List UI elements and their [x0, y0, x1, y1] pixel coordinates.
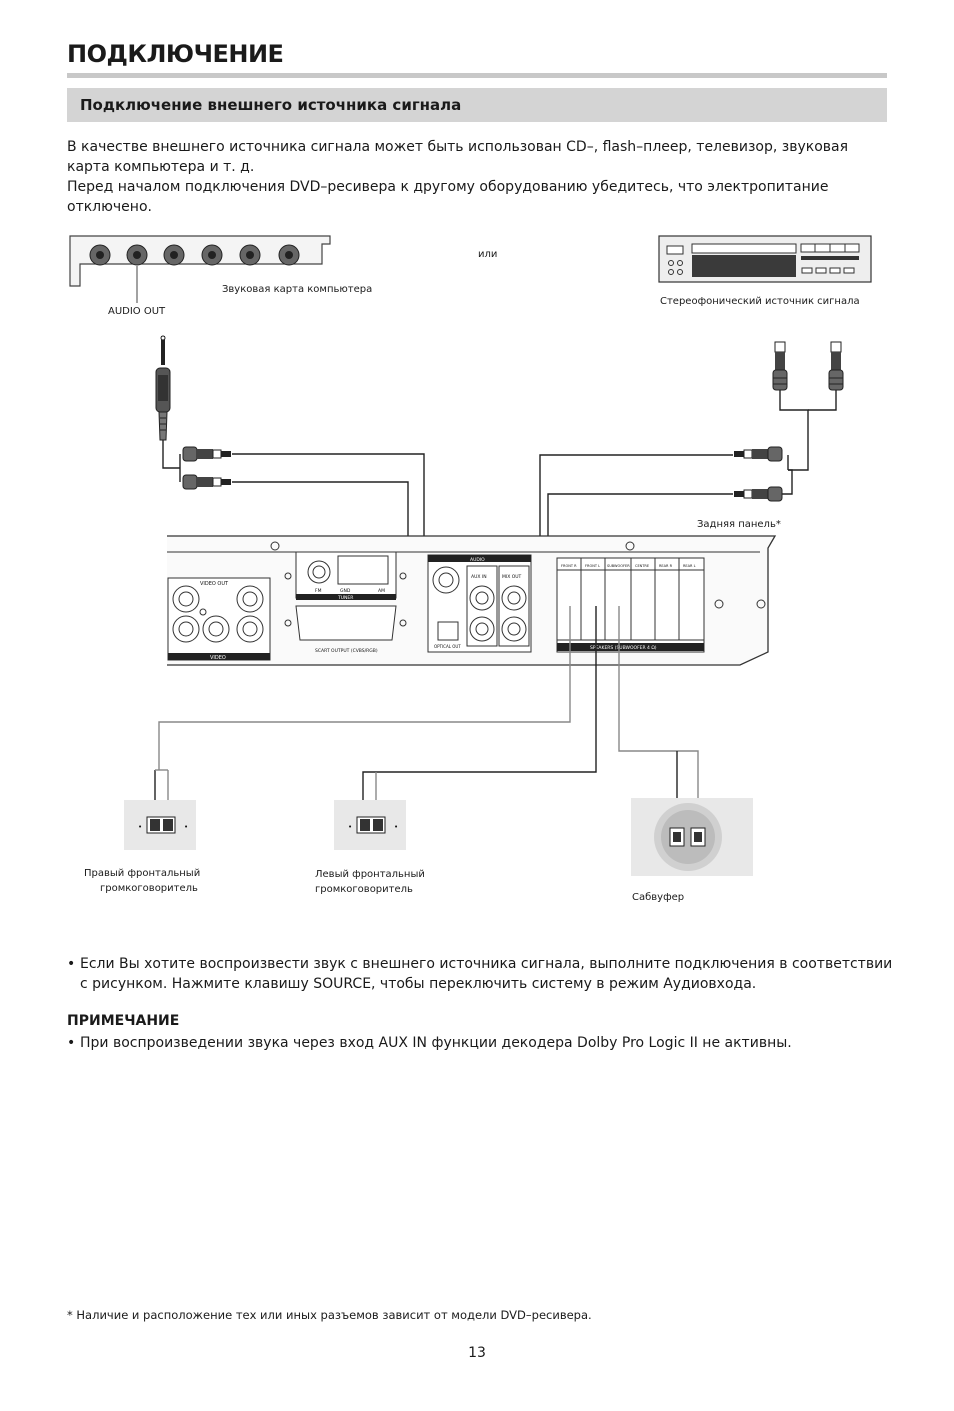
video-text: VIDEO	[210, 655, 226, 661]
rca-plug-pair-top	[772, 341, 844, 391]
right-front-speaker-terminal: • •	[124, 800, 196, 850]
sound-card-label: Звуковая карта компьютера	[222, 284, 372, 295]
scart-text: SCART OUTPUT (CVBS/RGB)	[315, 648, 378, 654]
gnd-text: GND	[340, 588, 351, 594]
right-front-label-1: Правый фронтальный	[84, 868, 200, 879]
footnote: * Наличие и расположение тех или иных ра…	[67, 1308, 592, 1322]
stereo-source-label: Стереофонический источник сигнала	[660, 296, 860, 307]
sound-card-illustration	[69, 235, 331, 303]
sp-rear-l-text: REAR L	[683, 564, 696, 568]
video-out-text: VIDEO OUT	[200, 581, 229, 587]
optical-text: OPTICAL OUT	[434, 644, 461, 649]
audio-text: AUDIO	[470, 557, 485, 563]
svg-text:•: •	[394, 823, 398, 831]
note-text: При воспроизведении звука через вход AUX…	[80, 1035, 792, 1051]
sp-rear-r-text: REAR R	[659, 564, 673, 568]
left-front-speaker-terminal: • •	[334, 800, 406, 850]
note-heading: ПРИМЕЧАНИЕ	[67, 1013, 180, 1029]
rear-panel-label: Задняя панель*	[697, 519, 781, 530]
note-bullet: • При воспроизведении звука через вход A…	[67, 1033, 900, 1053]
right-front-label-2: громкоговоритель	[100, 883, 198, 894]
stereo-source-illustration	[658, 235, 872, 283]
am-text: AM	[378, 588, 385, 594]
audio-out-label: AUDIO OUT	[108, 306, 166, 317]
svg-text:•: •	[184, 823, 188, 831]
page-title: ПОДКЛЮЧЕНИЕ	[67, 40, 284, 68]
minijack-plug	[155, 335, 171, 441]
svg-text:•: •	[348, 823, 352, 831]
section-title: Подключение внешнего источника сигнала	[80, 96, 462, 114]
fm-text: FM	[315, 588, 322, 594]
sp-subwoofer-text: SUBWOOFER	[607, 564, 630, 568]
rca-plugs-right	[734, 446, 783, 502]
connection-diagram: Звуковая карта компьютера AUDIO OUT или …	[69, 235, 872, 903]
svg-text:•: •	[138, 823, 142, 831]
left-front-label-2: громкоговоритель	[315, 884, 413, 895]
page-number: 13	[468, 1345, 486, 1361]
dvd-rear-panel: VIDEO OUT VIDEO FM GND AM TUNER SCART OU…	[167, 535, 777, 666]
instruction-text: Если Вы хотите воспроизвести звук с внеш…	[80, 956, 893, 992]
instruction-bullet: • Если Вы хотите воспроизвести звук с вн…	[67, 954, 900, 994]
title-rule	[67, 73, 887, 78]
mix-out-text: MIX OUT	[502, 574, 522, 580]
bullet-dot: •	[67, 956, 76, 972]
rca-plugs-left	[182, 446, 231, 490]
aux-in-text: AUX IN	[471, 574, 487, 580]
subwoofer-label: Сабвуфер	[632, 892, 684, 903]
sp-front-l-text: FRONT L	[585, 564, 600, 568]
intro-paragraph-1: В качестве внешнего источника сигнала мо…	[67, 139, 849, 175]
sp-centre-text: CENTRE	[635, 564, 649, 568]
bullet-dot: •	[67, 1035, 76, 1051]
intro-paragraph-2: Перед началом подключения DVD–ресивера к…	[67, 179, 829, 215]
subwoofer-terminal	[631, 798, 753, 876]
speakers-text: SPEAKERS (SUBWOOFER 4 Ω)	[590, 645, 657, 651]
tuner-text: TUNER	[337, 595, 353, 601]
section-header: Подключение внешнего источника сигнала	[67, 88, 887, 122]
sp-front-r-text: FRONT R	[561, 564, 577, 568]
left-front-label-1: Левый фронтальный	[315, 869, 425, 880]
or-label: или	[478, 249, 497, 260]
